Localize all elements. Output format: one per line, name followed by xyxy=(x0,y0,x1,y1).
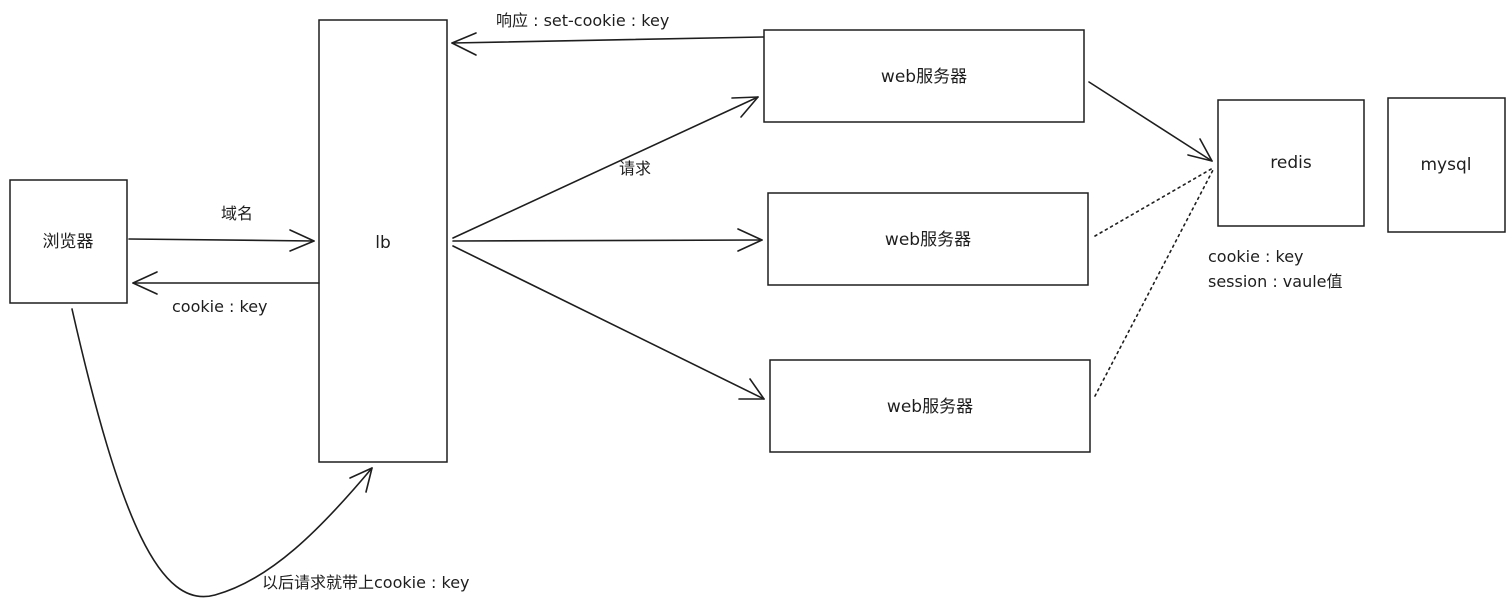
web-server-node-1: web服务器 xyxy=(763,29,1085,123)
lb-node: lb xyxy=(318,19,448,463)
domain-label: 域名 xyxy=(221,204,253,223)
later-request-label: 以后请求就带上cookie : key xyxy=(262,573,470,592)
web2-to-redis-dotted-link xyxy=(1094,167,1214,237)
web3-to-redis-dotted-link xyxy=(1094,169,1214,397)
browser-to-lb-arrow xyxy=(128,229,315,252)
lb-label: lb xyxy=(375,233,391,253)
mysql-node: mysql xyxy=(1387,97,1506,233)
web-server-label-3: web服务器 xyxy=(887,397,973,417)
browser-label: 浏览器 xyxy=(43,232,94,252)
cookie-key-label: cookie : key xyxy=(172,297,268,316)
redis-note-session: session : vaule值 xyxy=(1208,272,1343,291)
lb-to-browser-arrow xyxy=(132,271,320,295)
mysql-label: mysql xyxy=(1421,155,1472,175)
browser-to-lb-later-arrow xyxy=(71,308,373,598)
request-label: 请求 xyxy=(619,159,651,178)
web-server-label-1: web服务器 xyxy=(881,67,967,87)
redis-note-cookie: cookie : key xyxy=(1208,247,1304,266)
web1-to-lb-arrow xyxy=(451,32,764,56)
web-server-label-2: web服务器 xyxy=(885,230,971,250)
redis-label: redis xyxy=(1270,153,1312,173)
lb-to-web3-arrow xyxy=(452,245,765,400)
lb-to-web2-arrow xyxy=(452,228,763,252)
browser-node: 浏览器 xyxy=(9,179,128,304)
web-server-node-3: web服务器 xyxy=(769,359,1091,453)
response-label: 响应 : set-cookie : key xyxy=(496,11,669,30)
redis-node: redis xyxy=(1217,99,1365,227)
web-server-node-2: web服务器 xyxy=(767,192,1089,286)
lb-to-web1-arrow xyxy=(452,96,759,239)
web1-to-redis-arrow xyxy=(1088,81,1213,162)
